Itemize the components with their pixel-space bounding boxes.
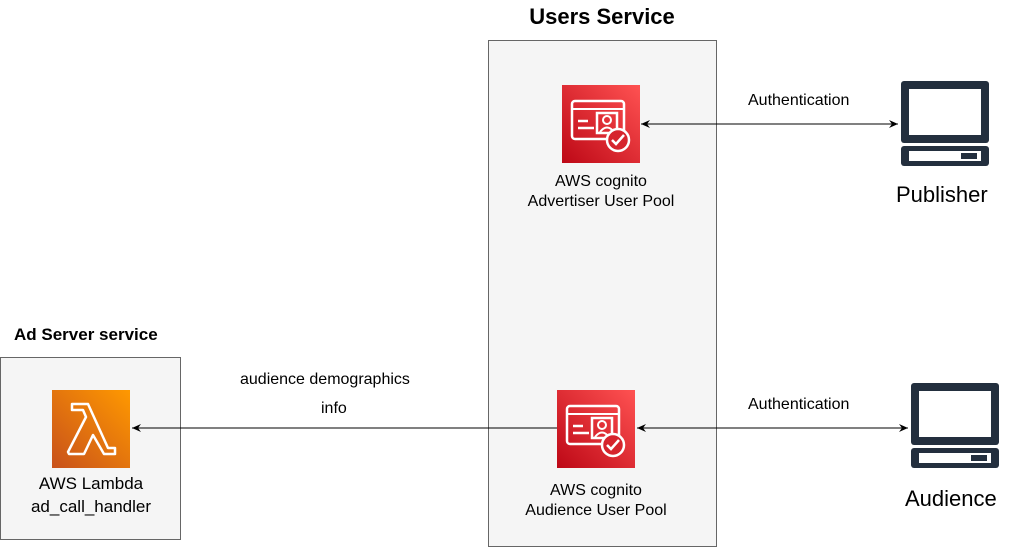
audience-pool-label-line2: Audience User Pool bbox=[525, 502, 667, 519]
audience-user-pool-node[interactable] bbox=[557, 390, 635, 468]
audience-auth-label: Authentication bbox=[748, 396, 850, 413]
demographics-label-line1: audience demographics bbox=[240, 371, 410, 388]
ad-server-service-title: Ad Server service bbox=[14, 325, 158, 344]
publisher-node[interactable] bbox=[897, 78, 993, 170]
lambda-label-line1: AWS Lambda bbox=[38, 474, 144, 493]
advertiser-label-line2: Advertiser User Pool bbox=[527, 193, 675, 210]
cognito-icon bbox=[557, 390, 635, 468]
publisher-auth-label: Authentication bbox=[748, 92, 850, 109]
lambda-icon bbox=[52, 390, 130, 468]
lambda-label: AWS Lambda ad_call_handler bbox=[0, 472, 191, 518]
audience-label: Audience bbox=[905, 486, 997, 511]
lambda-node[interactable] bbox=[52, 390, 130, 468]
advertiser-user-pool-label: AWS cognito Advertiser User Pool bbox=[501, 172, 701, 212]
audience-user-pool-label: AWS cognito Audience User Pool bbox=[496, 481, 696, 521]
publisher-label: Publisher bbox=[896, 182, 988, 207]
demographics-label-line2: info bbox=[321, 400, 347, 417]
computer-icon bbox=[911, 383, 999, 468]
advertiser-user-pool-node[interactable] bbox=[562, 85, 640, 163]
advertiser-label-line1: AWS cognito bbox=[555, 173, 647, 190]
users-service-title: Users Service bbox=[529, 4, 675, 29]
audience-pool-label-line1: AWS cognito bbox=[550, 482, 642, 499]
ad-server-service-group bbox=[0, 357, 181, 540]
lambda-label-line2: ad_call_handler bbox=[30, 497, 152, 516]
audience-node[interactable] bbox=[907, 380, 1003, 472]
computer-icon bbox=[901, 81, 989, 166]
cognito-icon bbox=[562, 85, 640, 163]
